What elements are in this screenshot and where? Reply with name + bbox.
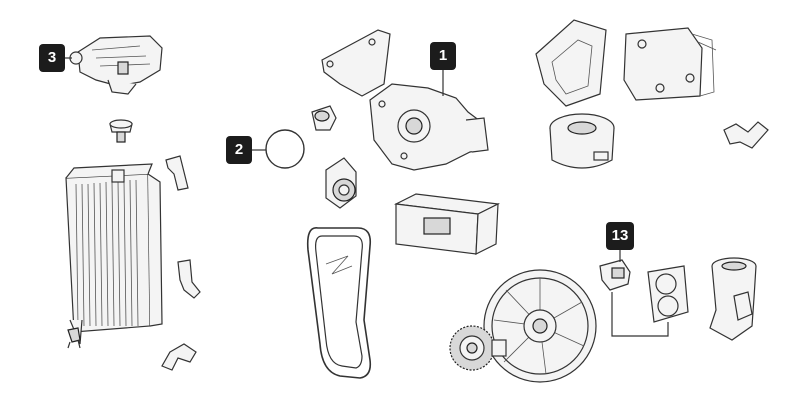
leader-line-13b (611, 292, 669, 337)
expansion-tank-icon[interactable] (69, 35, 163, 95)
temperature-sensor-icon[interactable] (599, 259, 631, 291)
viscous-clutch-icon[interactable] (449, 325, 507, 371)
radiator-icon[interactable] (65, 163, 163, 345)
thermostat-icon[interactable] (311, 105, 337, 131)
oil-cooler-icon[interactable] (535, 19, 717, 169)
box-icon[interactable] (393, 193, 501, 255)
callout-badge-3[interactable]: 3 (39, 44, 65, 72)
coolant-hose-icon[interactable] (161, 155, 201, 371)
o-ring-icon[interactable] (265, 129, 305, 169)
callout-badge-13[interactable]: 13 (606, 222, 634, 250)
callout-badge-1[interactable]: 1 (430, 42, 456, 70)
thermostat-housing-icon[interactable] (709, 257, 757, 341)
gasket-plate-icon[interactable] (321, 29, 391, 97)
coolant-hose-icon[interactable] (723, 121, 769, 149)
drive-belt-icon[interactable] (306, 227, 372, 379)
water-pump-icon[interactable] (369, 83, 489, 171)
sensor-gasket-icon[interactable] (647, 265, 689, 323)
bracket-icon[interactable] (67, 327, 81, 349)
callout-badge-2[interactable]: 2 (226, 136, 252, 164)
tensioner-icon[interactable] (325, 157, 357, 209)
radiator-cap-icon[interactable] (109, 119, 133, 143)
fan-icon[interactable] (483, 269, 597, 383)
